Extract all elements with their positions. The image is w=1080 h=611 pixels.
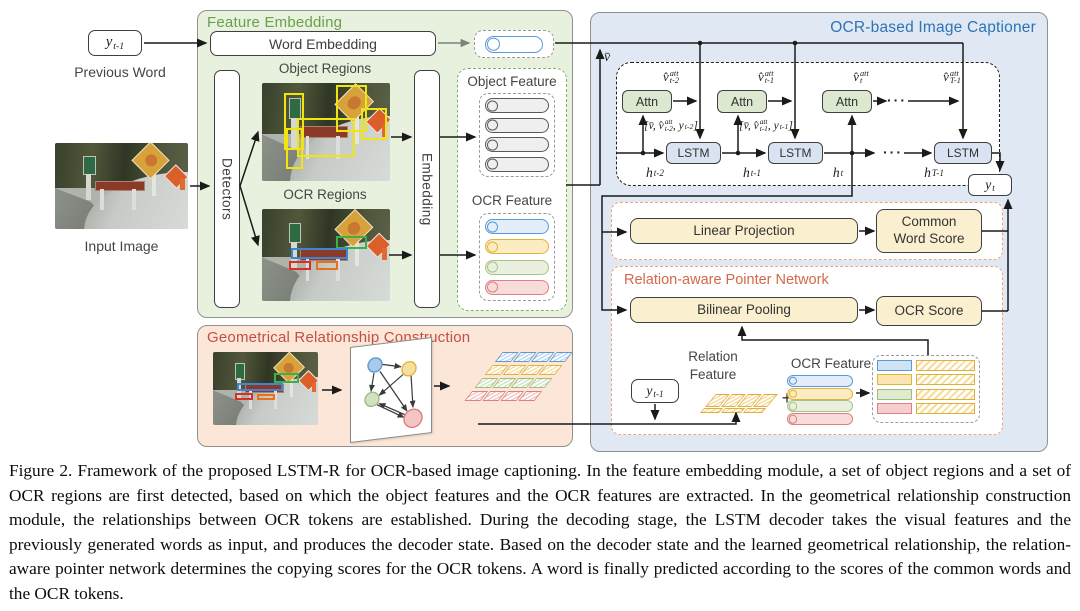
- attn-box-2: Attn: [717, 90, 767, 113]
- photo-sign-post: [132, 189, 137, 211]
- photo-sign-post: [289, 376, 293, 398]
- ocr-region-boxes: [262, 209, 390, 301]
- photo-sign-post: [100, 189, 105, 211]
- photo-sign-post: [291, 118, 297, 148]
- graph-node-blue: [367, 357, 383, 373]
- graph-node-red: [403, 408, 423, 429]
- photo-sign-post: [291, 242, 297, 270]
- common-word-score-box: Common Word Score: [876, 209, 982, 253]
- bilinear-pooling-box: Bilinear Pooling: [630, 297, 858, 323]
- previous-word-label: Previous Word: [74, 64, 166, 80]
- photo-sign-post: [336, 135, 341, 160]
- photo-red-sign-board: [300, 126, 349, 138]
- photo-traffic-cone: [382, 124, 388, 137]
- v-bar-label: v̄: [604, 50, 611, 65]
- pointer-ocr-feature-capsules: [787, 374, 853, 426]
- relation-feature-label: Relation Feature: [688, 349, 738, 382]
- pointer-ocr-feature-label: OCR Feature: [790, 356, 872, 371]
- y-t-symbol: yt: [985, 176, 995, 194]
- photo-sign-post: [355, 240, 360, 267]
- ocr-feature-capsules: [479, 213, 555, 301]
- word-embedding-feature-box: [474, 30, 554, 58]
- output-word-box: yt: [968, 174, 1012, 196]
- figure-caption: Figure 2. Framework of the proposed LSTM…: [9, 461, 1071, 603]
- pointer-prev-word-box: yt-1: [631, 379, 679, 403]
- ocr-region-boxes: [213, 352, 318, 425]
- photo-traffic-cone: [180, 179, 186, 191]
- object-feature-capsules: [479, 93, 555, 177]
- geometry-photo: [213, 352, 318, 425]
- photo-red-sign-board: [244, 384, 285, 394]
- detectors-box: Detectors: [214, 70, 240, 308]
- ocr-feature-label: OCR Feature: [471, 193, 553, 208]
- photo-sign-post: [336, 258, 341, 281]
- word-feature-capsule: [485, 35, 543, 53]
- photo-sign-post: [152, 172, 157, 197]
- lstm-box-1: LSTM: [666, 142, 721, 164]
- object-regions-photo: [262, 83, 390, 181]
- ocr-score-box: OCR Score: [876, 296, 982, 326]
- relation-graph-sheet: [350, 336, 432, 444]
- photo-traffic-cone: [382, 247, 388, 260]
- lstm-box-3: LSTM: [934, 142, 992, 164]
- input-image-label: Input Image: [84, 238, 159, 254]
- attn-ellipsis: ···: [887, 92, 907, 108]
- input-image-photo: [55, 143, 188, 229]
- photo-red-sign-board: [300, 249, 349, 261]
- photo-traffic-cone: [311, 382, 316, 393]
- feature-embedding-title: Feature Embedding: [207, 14, 343, 31]
- linear-projection-box: Linear Projection: [630, 218, 858, 244]
- ocr-regions-photo: [262, 209, 390, 301]
- photo-sign-post: [305, 135, 310, 160]
- embedding-box: Embedding: [414, 70, 440, 308]
- captioner-title: OCR-based Image Captioner: [830, 19, 1036, 36]
- photo-green-sign: [82, 155, 96, 176]
- graph-node-yellow: [401, 361, 417, 377]
- object-region-boxes: [262, 83, 390, 181]
- ocr-regions-label: OCR Regions: [283, 187, 367, 202]
- relation-graph: [364, 357, 423, 429]
- photo-sign-post: [305, 258, 310, 281]
- lstm-ellipsis: ···: [883, 144, 903, 160]
- photo-sign-post: [237, 378, 242, 401]
- photo-red-sign-board: [94, 180, 145, 192]
- combined-feature-box: [872, 355, 980, 423]
- photo-sign-post: [85, 173, 91, 200]
- word-embedding-box: Word Embedding: [210, 31, 436, 56]
- pointer-network-title: Relation-aware Pointer Network: [624, 272, 829, 288]
- y-t-1-symbol: yt-1: [646, 382, 664, 400]
- y-t-1-symbol: yt-1: [105, 33, 125, 53]
- object-regions-label: Object Regions: [278, 61, 372, 76]
- attn-box-3: Attn: [822, 90, 872, 113]
- object-feature-label: Object Feature: [467, 74, 557, 89]
- previous-word-symbol-box: yt-1: [88, 30, 142, 56]
- attn-box-1: Attn: [622, 90, 672, 113]
- photo-sign-post: [273, 391, 278, 409]
- graph-node-green: [364, 391, 380, 408]
- plus-sign: +: [781, 387, 793, 408]
- lstm-box-2: LSTM: [768, 142, 823, 164]
- figure-diagram: yt-1 Previous Word Input Image Feature E…: [0, 0, 1080, 455]
